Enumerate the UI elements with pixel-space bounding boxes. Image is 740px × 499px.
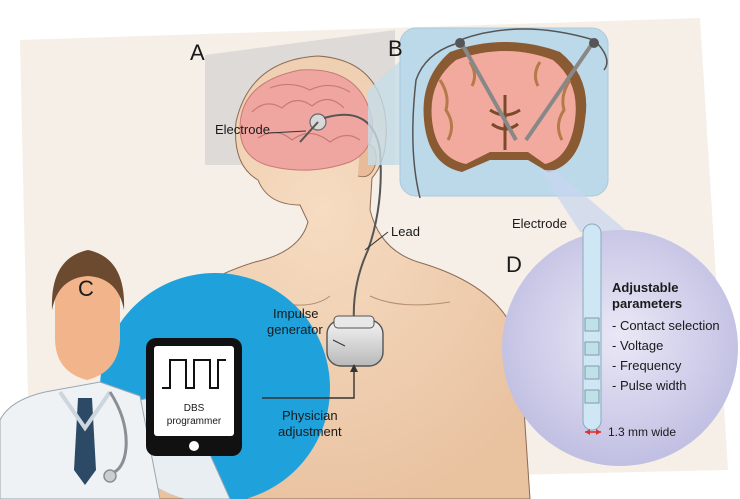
parameters-title-line2: parameters <box>612 296 682 311</box>
electrode-zoom-label: Electrode <box>512 216 567 231</box>
coronal-zoom <box>368 28 608 198</box>
parameters-title-line1: Adjustable <box>612 280 678 295</box>
contact-4 <box>585 390 599 403</box>
electrode-label: Electrode <box>215 122 270 137</box>
panel-label-c: C <box>78 276 94 301</box>
panel-label-d: D <box>506 252 522 277</box>
contact-1 <box>585 318 599 331</box>
lead-label: Lead <box>391 224 420 239</box>
phone-label-line2: programmer <box>167 416 222 427</box>
parameter-item: - Pulse width <box>612 378 686 393</box>
parameter-item: - Voltage <box>612 338 663 353</box>
parameter-item: - Contact selection <box>612 318 720 333</box>
impulse-generator-label-line2: generator <box>267 322 323 337</box>
physician-label-line1: Physician <box>282 408 338 423</box>
parameter-item: - Frequency <box>612 358 682 373</box>
contact-3 <box>585 366 599 379</box>
panel-label-a: A <box>190 40 205 65</box>
physician-label-line2: adjustment <box>278 424 342 439</box>
phone-label-line1: DBS <box>184 403 205 414</box>
contact-2 <box>585 342 599 355</box>
panel-label-b: B <box>388 36 403 61</box>
electrode-width-label: 1.3 mm wide <box>608 425 676 439</box>
impulse-generator-label-line1: Impulse <box>273 306 319 321</box>
home-button-icon <box>189 441 199 451</box>
doctor-tie <box>74 398 96 485</box>
